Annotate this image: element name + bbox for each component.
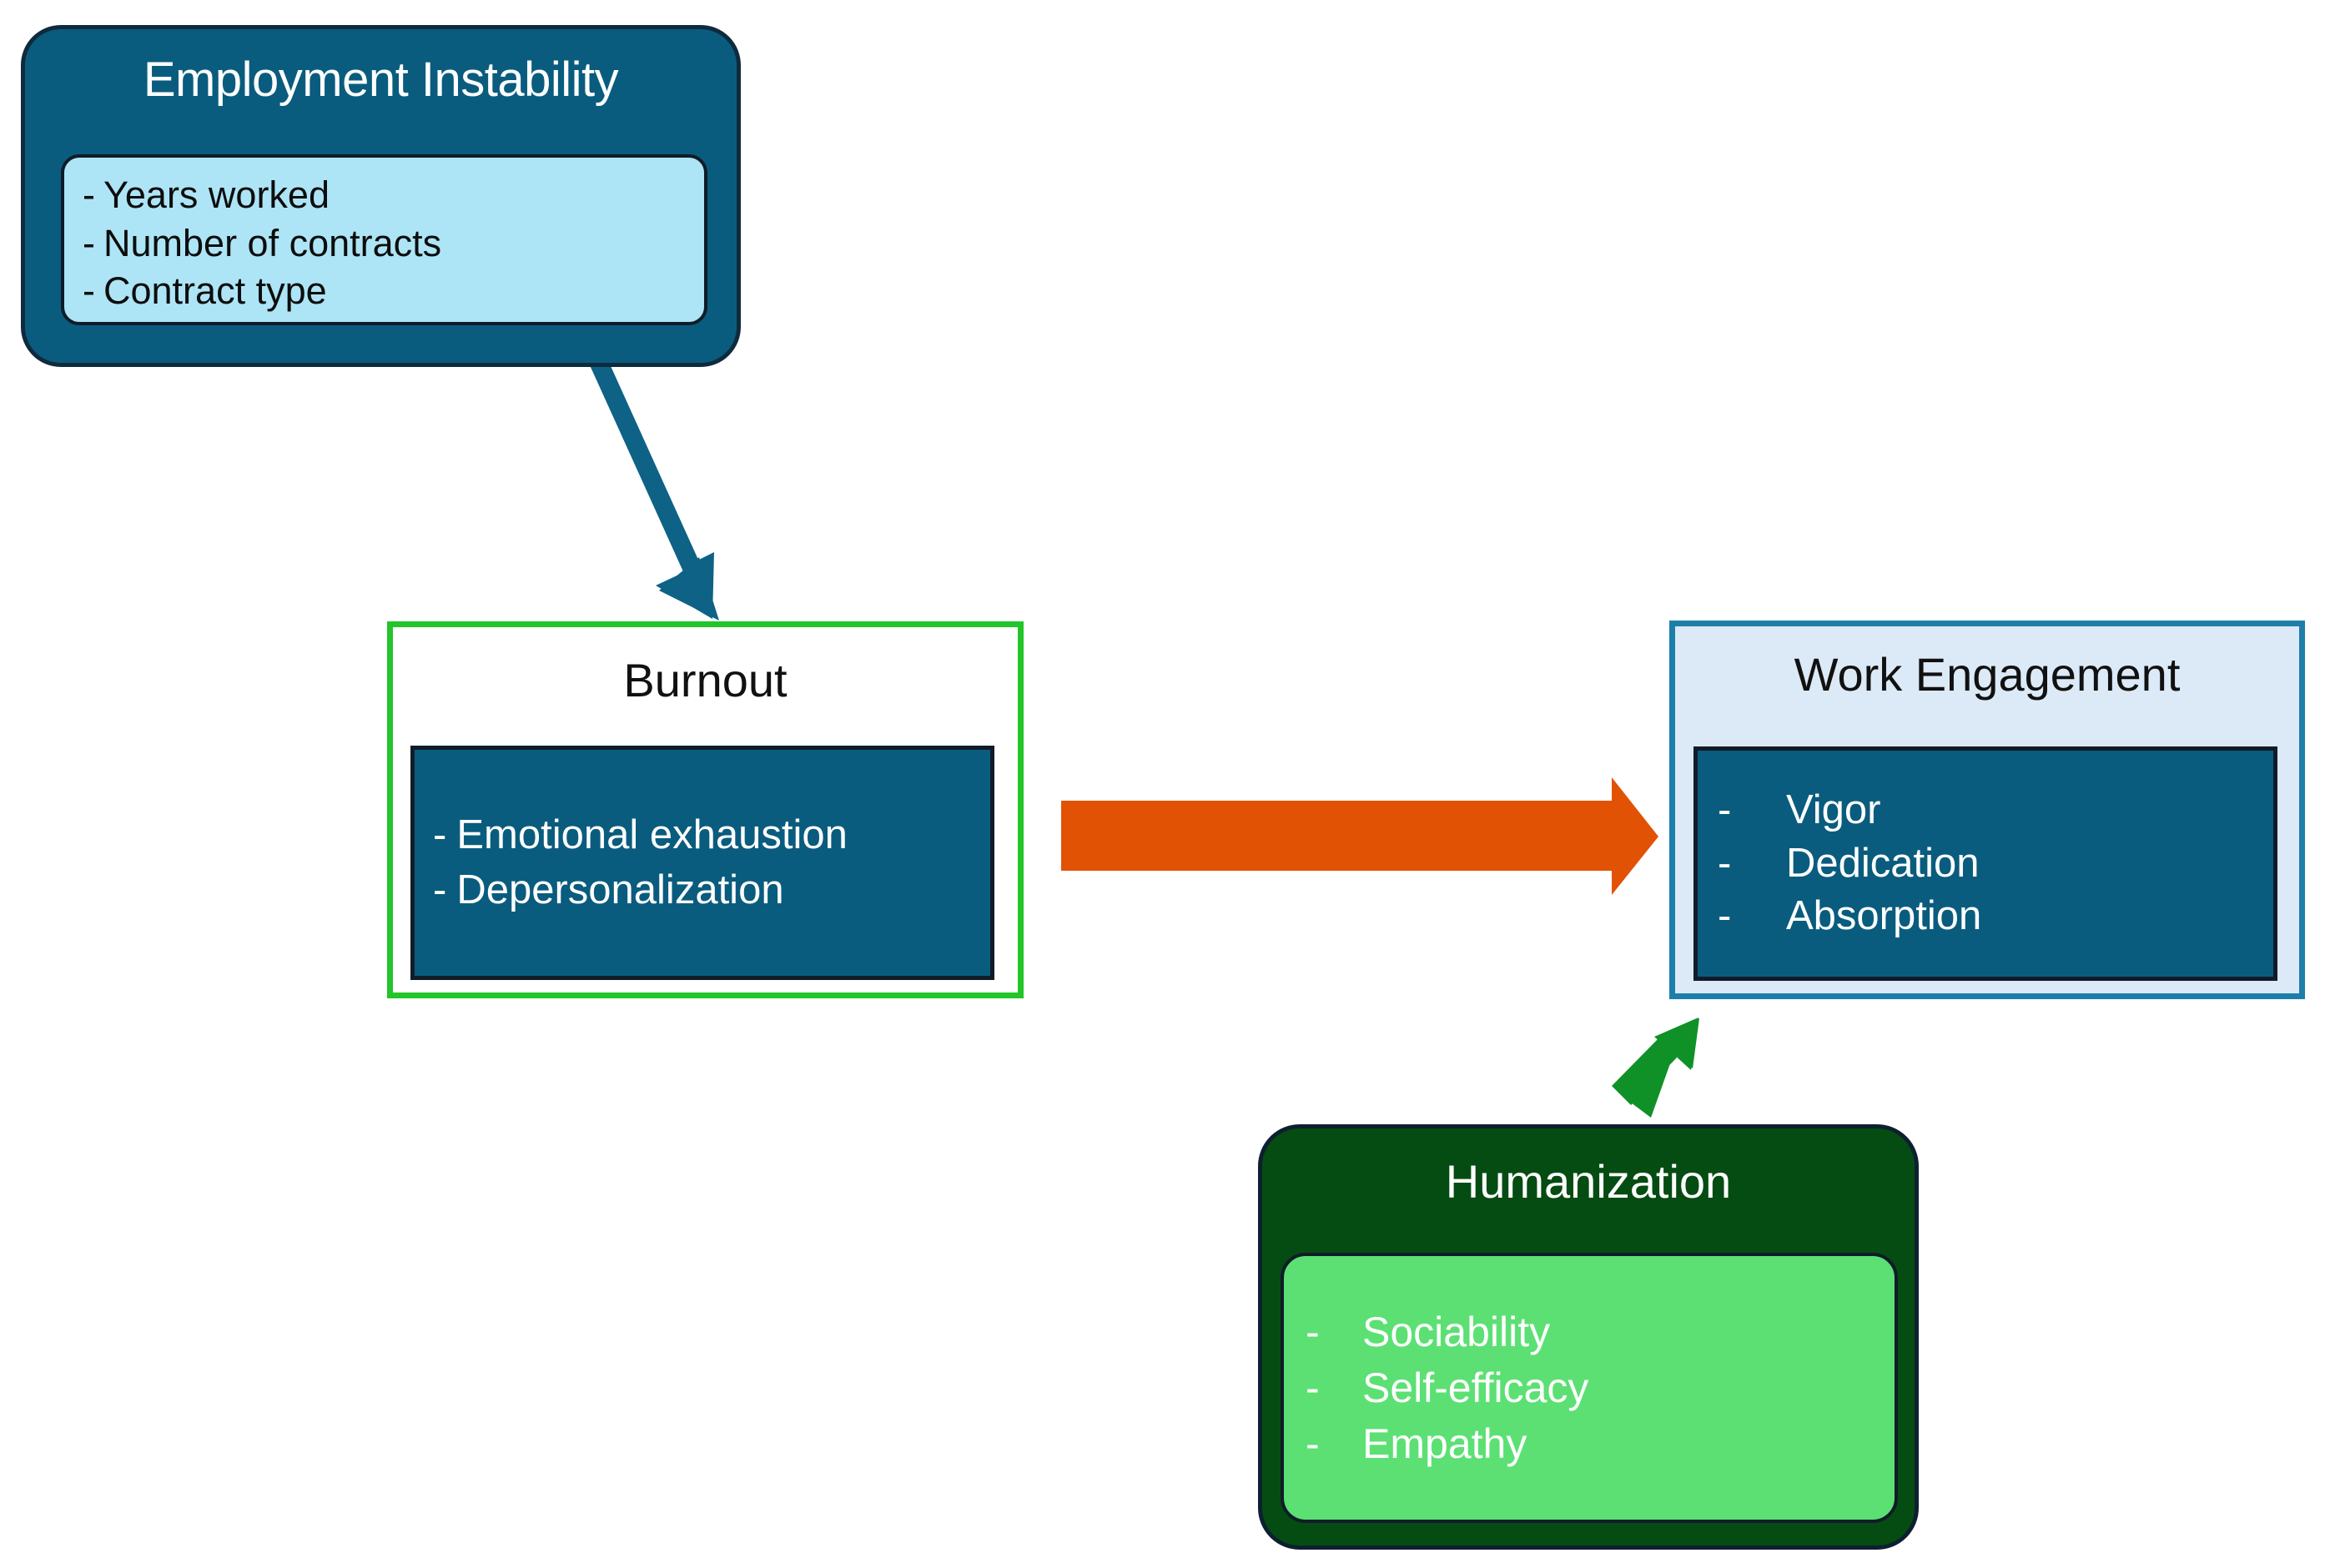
list-item: -Number of contracts (83, 219, 704, 268)
node-employment-instability[interactable]: Employment Instability -Years worked -Nu… (21, 25, 741, 367)
list-item-label: Emotional exhaustion (456, 812, 848, 857)
bullet-dash: - (1718, 787, 1732, 832)
bullet-dash: - (1306, 1308, 1320, 1355)
node-work-engagement[interactable]: Work Engagement - Vigor - Dedication - Abso… (1669, 621, 2305, 999)
list-item: - Vigor (1718, 784, 2273, 837)
bullet-dash: - (83, 221, 95, 264)
bullet-dash: - (1718, 840, 1732, 886)
list-item: -Self-efficacy (1306, 1360, 1895, 1416)
list-item-label: Number of contracts (103, 221, 442, 264)
bullet-dash: - (1306, 1420, 1320, 1467)
list-item: -Depersonalization (433, 863, 990, 918)
node-burnout[interactable]: Burnout -Emotional exhaustion -Depersona… (387, 621, 1024, 998)
node-work-engagement-title: Work Engagement (1794, 648, 2181, 701)
node-humanization-title: Humanization (1445, 1155, 1732, 1208)
bullet-dash: - (83, 269, 95, 313)
list-item-label: Dedication (1786, 840, 1980, 886)
list-item-label: Sociability (1362, 1308, 1551, 1355)
bullet-dash: - (1306, 1364, 1320, 1411)
list-item-label: Self-efficacy (1362, 1364, 1589, 1411)
node-burnout-title: Burnout (623, 654, 788, 706)
list-item-label: Absorption (1786, 893, 1982, 939)
node-burnout-items: -Emotional exhaustion -Depersonalization (410, 746, 994, 980)
bullet-dash: - (433, 867, 447, 912)
node-employment-instability-items: -Years worked -Number of contracts -Cont… (61, 154, 707, 325)
node-employment-instability-title: Employment Instability (143, 53, 619, 107)
list-item-label: Vigor (1786, 787, 1881, 832)
node-humanization-items: -Sociability -Self-efficacy -Empathy (1281, 1253, 1898, 1523)
list-item: -Empathy (1306, 1416, 1895, 1472)
list-item-label: Depersonalization (456, 867, 784, 912)
node-humanization[interactable]: Humanization -Sociability -Self-efficacy… (1258, 1124, 1919, 1550)
arrow-burnout-to-engagement (1061, 777, 1658, 895)
list-item-label: Empathy (1362, 1420, 1527, 1467)
bullet-dash: - (83, 173, 95, 216)
bullet-dash: - (1718, 893, 1732, 939)
node-work-engagement-items: - Vigor - Dedication - Absorption (1693, 746, 2277, 981)
list-item: -Sociability (1306, 1304, 1895, 1360)
arrow-humanization-to-engagement (1612, 1018, 1699, 1118)
list-item-label: Contract type (103, 269, 327, 313)
list-item: - Dedication (1718, 837, 2273, 891)
list-item: -Emotional exhaustion (433, 808, 990, 863)
list-item-label: Years worked (103, 173, 330, 216)
list-item: - Absorption (1718, 890, 2273, 943)
list-item: -Years worked (83, 171, 704, 219)
list-item: -Contract type (83, 267, 704, 315)
arrow-employment-to-burnout (591, 359, 719, 621)
bullet-dash: - (433, 812, 447, 857)
